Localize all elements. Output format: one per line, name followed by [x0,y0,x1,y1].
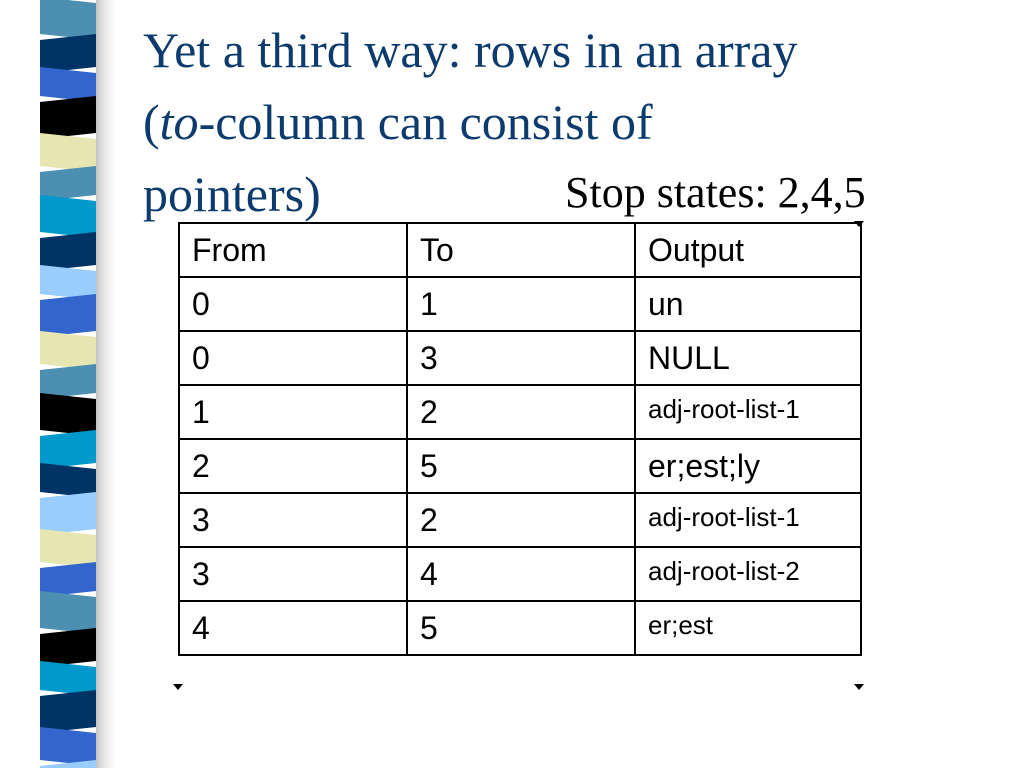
header-to: To [406,222,636,278]
transition-table: From To Output 0 1 un 0 3 NULL 1 2 adj-r… [178,222,862,656]
table-row: 2 5 er;est;ly [178,438,862,494]
stripe-block [40,195,96,238]
cell-from: 4 [178,600,408,656]
table-row: 0 3 NULL [178,330,862,386]
cell-from: 0 [178,330,408,386]
stripe-block [40,67,96,102]
cell-output: un [634,276,862,332]
cell-output: adj-root-list-1 [634,384,862,440]
cell-to: 1 [406,276,636,332]
stripe-block [40,562,96,597]
header-from: From [178,222,408,278]
arrowhead-icon [854,221,864,227]
stripe-block [40,0,96,40]
arrowhead-icon [173,684,183,690]
stripe-block [40,364,96,399]
cell-to: 3 [406,330,636,386]
cell-from: 2 [178,438,408,494]
table-row: 0 1 un [178,276,862,332]
cell-from: 3 [178,492,408,548]
slide-title: Yet a third way: rows in an array (to-col… [143,14,1003,230]
title-line-2-rest: -column can consist of [198,94,653,150]
cell-to: 5 [406,438,636,494]
table-header-row: From To Output [178,222,862,278]
stop-states-label: Stop states: 2,4,5 [565,168,866,217]
cell-to: 5 [406,600,636,656]
stripe-block [40,96,96,139]
title-line-3: pointers) [143,166,321,222]
cell-to: 2 [406,492,636,548]
cell-from: 3 [178,546,408,602]
cell-to: 4 [406,546,636,602]
decorative-stripe-bar [40,0,120,768]
stripe-block [40,232,96,271]
stripe-block [40,430,96,469]
stripe-block [40,661,96,696]
stripe-block [40,393,96,436]
stripe-block [40,265,96,300]
stripe-block [40,529,96,568]
stripe-block [40,294,96,337]
table-row: 3 2 adj-root-list-1 [178,492,862,548]
table-row: 1 2 adj-root-list-1 [178,384,862,440]
cell-to: 2 [406,384,636,440]
cell-output: er;est;ly [634,438,862,494]
table-row: 4 5 er;est [178,600,862,656]
stripe-block [40,133,96,172]
cell-from: 0 [178,276,408,332]
stripe-block [40,727,96,766]
cell-output: er;est [634,600,862,656]
title-line-1: Yet a third way: rows in an array [143,22,798,78]
cell-output: adj-root-list-1 [634,492,862,548]
stripe-block [40,760,96,768]
stripe-block [40,166,96,201]
cell-output: adj-root-list-2 [634,546,862,602]
header-output: Output [634,222,862,278]
cell-from: 1 [178,384,408,440]
stripe-block [40,463,96,498]
stripe-block [40,591,96,634]
stripe-block [40,628,96,667]
cell-output: NULL [634,330,862,386]
stripe-block [40,331,96,370]
stripe-block [40,690,96,733]
title-to-italic: to [159,94,199,150]
table-row: 3 4 adj-root-list-2 [178,546,862,602]
stripe-block [40,34,96,73]
stripe-block [40,492,96,535]
title-paren-open: ( [143,94,160,150]
arrowhead-icon [854,684,864,690]
